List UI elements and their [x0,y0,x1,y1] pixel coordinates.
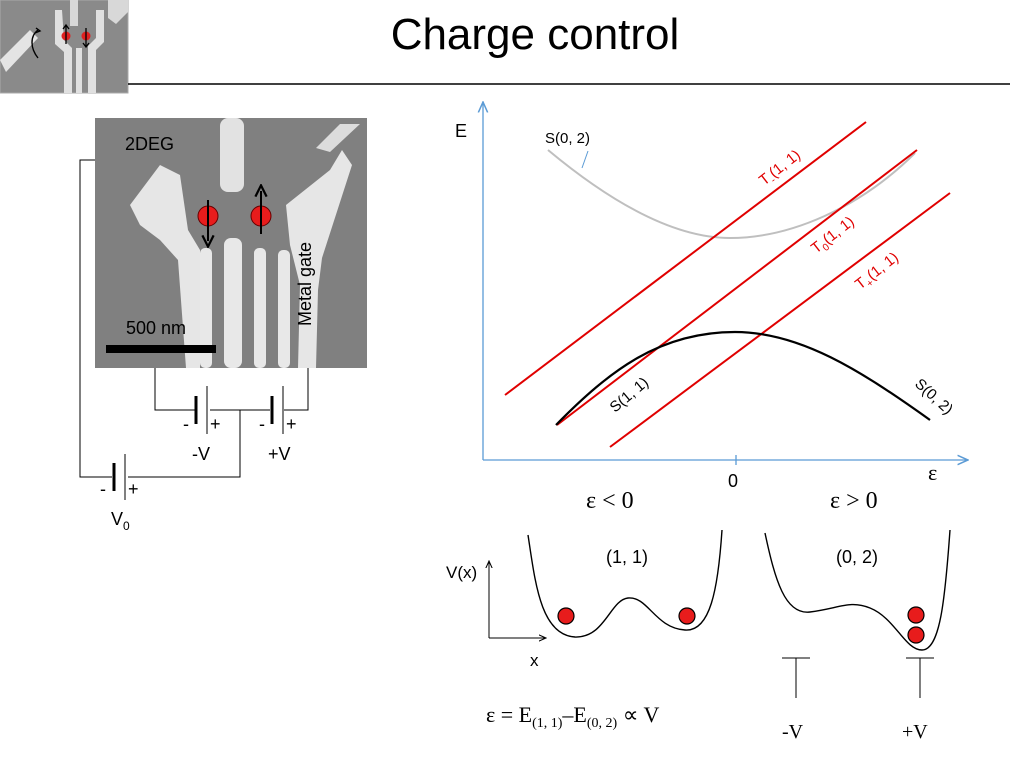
battery-minus-v [194,386,208,434]
axis-label-vx: V(x) [446,563,477,582]
page-title: Charge control [390,10,680,59]
gate-symbols [782,657,934,698]
battery-v0-plus: + [128,479,139,499]
label-s02-upper: S(0, 2) [545,130,590,147]
label-scale-bar: 500 nm [126,318,186,338]
label-t-plus: T+(1, 1) [852,249,904,296]
device-thumbnail [0,0,129,94]
electron-well-right-2 [907,626,925,644]
curve-t-zero [556,149,918,426]
label-pointer-s02 [581,150,589,169]
axis-label-e: E [455,121,467,141]
label-minus-v: -V [192,444,210,464]
label-v0: V0 [111,509,130,533]
electron-well-left-2 [678,607,696,625]
label-well-right: (0, 2) [836,547,878,567]
well-axes [489,561,546,638]
energy-axes [483,102,968,465]
circuit-wires [79,159,309,478]
label-eps-negative: ε < 0 [586,488,634,514]
battery-v0 [112,454,126,500]
label-2deg: 2DEG [125,134,174,154]
label-gate-minus-v: -V [782,721,804,743]
sem-image [95,118,367,368]
label-t-minus: T-(1, 1) [756,146,806,191]
battery-plus-v-minus: - [259,414,265,434]
scale-bar [106,345,216,353]
label-eps-positive: ε > 0 [830,488,878,514]
label-plus-v: +V [268,444,291,464]
battery-minus-v-minus: - [183,414,189,434]
well-right [764,529,951,651]
curve-s11-lower [555,330,931,426]
battery-plus-v-plus: + [286,414,297,434]
curve-t-plus [609,192,951,448]
electron-well-right-1 [907,606,925,624]
label-s11: S(1, 1) [607,374,652,416]
well-left [527,529,723,638]
axis-origin-zero: 0 [728,471,738,491]
curve-s02-upper [547,149,916,240]
axis-label-epsilon: ε [928,460,937,485]
axis-label-x: x [530,651,539,670]
electron-well-left-1 [557,607,575,625]
formula-detuning: ε = E(1, 1)–E(0, 2) ∝ V [486,702,660,731]
label-gate-plus-v: +V [902,721,928,743]
curve-t-minus [504,121,867,396]
label-well-left: (1, 1) [606,547,648,567]
label-metal-gate: Metal gate [295,242,315,326]
battery-minus-v-plus: + [210,414,221,434]
battery-v0-minus: - [100,479,106,499]
battery-plus-v [270,386,284,434]
